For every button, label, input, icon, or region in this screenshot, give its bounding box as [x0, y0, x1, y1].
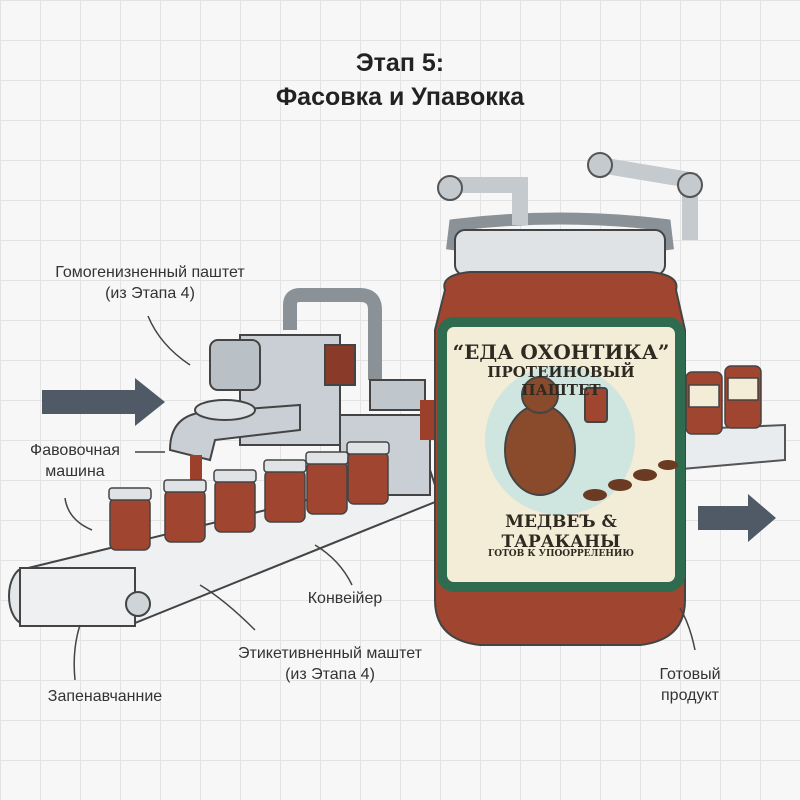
- big-jar: [434, 212, 686, 646]
- input-arrow-icon: [42, 378, 165, 426]
- jar-lid: [163, 479, 207, 493]
- small-jar: [109, 497, 151, 551]
- conveyor-roller: [125, 591, 151, 617]
- label-line: машина: [45, 463, 105, 480]
- finished-jars: [685, 365, 762, 435]
- bear-illustration: [504, 404, 576, 496]
- label-line: (из Этапа 4): [105, 285, 195, 302]
- label-line: (из Этапа 4): [285, 666, 375, 683]
- label-homogenized-pate: Гомогенизненный паштет (из Этапа 4): [10, 262, 290, 304]
- label-conveyor: Конвеійер: [307, 590, 383, 607]
- label-labeled-pate: Этикетивненный маштет (из Этапа 4): [205, 643, 455, 685]
- jar-lid: [263, 459, 307, 473]
- label-line: Фавовочная: [30, 442, 120, 459]
- label-finished-product: Готовый продукт: [640, 664, 740, 706]
- jar-lid: [305, 451, 349, 465]
- jar-lid: [346, 441, 390, 455]
- cockroach-illustrations: [583, 460, 678, 501]
- jar-product-name: МЕДВЕЪ & ТАРАКАНЫ: [501, 512, 621, 552]
- small-jars: [108, 441, 390, 551]
- filling-machine: [168, 288, 435, 496]
- small-jar: [214, 479, 256, 533]
- label-line: Готовый: [659, 666, 721, 683]
- small-jar: [264, 469, 306, 523]
- jar-tagline: ГОТОВ К УПООРРЕЛЕНИЮ: [488, 549, 634, 559]
- robot-arms: [437, 152, 703, 240]
- title-line-1: Этап 5:: [355, 49, 445, 77]
- small-jar: [347, 451, 389, 505]
- jar-lid: [108, 487, 152, 501]
- label-filling-machine: Фавовочная машина: [15, 440, 135, 482]
- jar-subtitle: ПРОТЕИНОВЫЙ ПАШТЕТ: [487, 363, 635, 399]
- jar-lid: [213, 469, 257, 483]
- page-title: Этап 5: Фасовка и Упавокка: [0, 46, 800, 114]
- label-sealing: Запенавчанние: [47, 688, 163, 705]
- jar-brand: “ЕДА ОХОНТИКА”: [452, 340, 670, 364]
- small-jar: [306, 461, 348, 515]
- callout-pointers: [64, 315, 696, 681]
- label-line: Этикетивненный маштет: [238, 645, 422, 662]
- small-jar: [164, 489, 206, 543]
- label-line: Гомогенизненный паштет: [55, 264, 245, 281]
- output-arrow-icon: [698, 494, 776, 542]
- title-line-2: Фасовка и Упавокка: [275, 83, 525, 111]
- label-line: продукт: [661, 687, 719, 704]
